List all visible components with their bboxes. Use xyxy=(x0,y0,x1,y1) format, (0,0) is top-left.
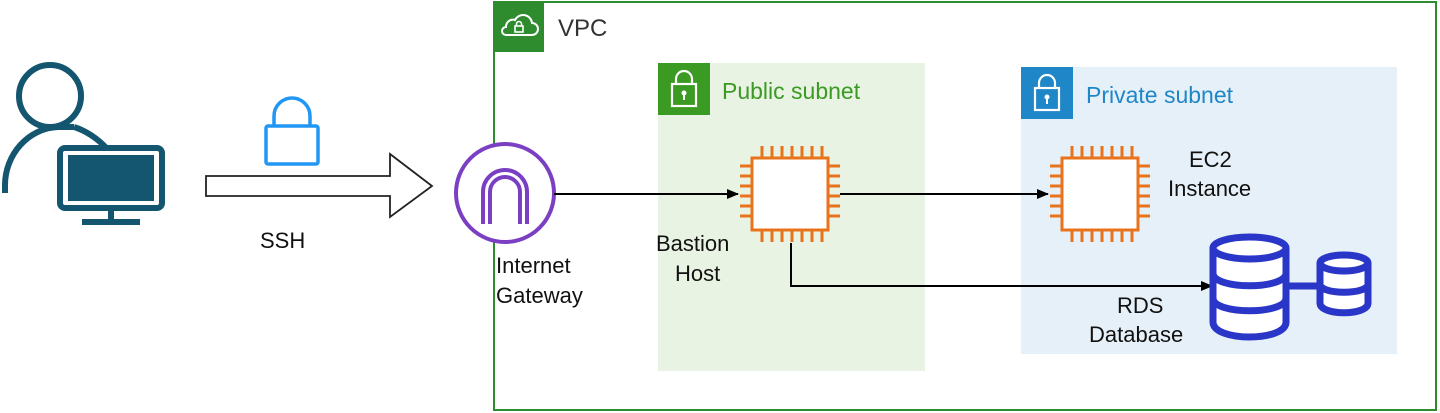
rds-database-label-line1: RDS xyxy=(1117,293,1163,318)
private-subnet-lock-icon xyxy=(1021,67,1073,119)
bastion-host-label-line1: Bastion xyxy=(656,231,729,256)
user-computer-icon xyxy=(1,62,165,225)
bastion-host-chip-icon xyxy=(740,146,840,242)
vpc-cloud-icon xyxy=(494,2,544,52)
vpc-label: VPC xyxy=(558,15,607,42)
internet-gateway-icon xyxy=(454,142,556,244)
internet-gateway-label-line1: Internet xyxy=(496,253,571,278)
ssh-label: SSH xyxy=(260,228,305,253)
bastion-host-label-line2: Host xyxy=(675,261,720,286)
bastion-to-rds-arrow xyxy=(790,243,1213,291)
public-subnet-label: Public subnet xyxy=(722,78,861,104)
public-subnet-lock-icon xyxy=(658,63,710,115)
rds-database-icon xyxy=(1209,233,1372,341)
rds-database-label-line2: Database xyxy=(1089,322,1183,347)
internet-gateway-label-line2: Gateway xyxy=(496,283,583,308)
private-subnet-label: Private subnet xyxy=(1086,82,1234,108)
ec2-instance-label-line2: Instance xyxy=(1168,176,1251,201)
ec2-instance-chip-icon xyxy=(1050,146,1150,242)
ec2-instance-label-line1: EC2 xyxy=(1189,147,1232,172)
ssh-lock-icon xyxy=(264,96,320,166)
ssh-arrow xyxy=(205,152,434,219)
